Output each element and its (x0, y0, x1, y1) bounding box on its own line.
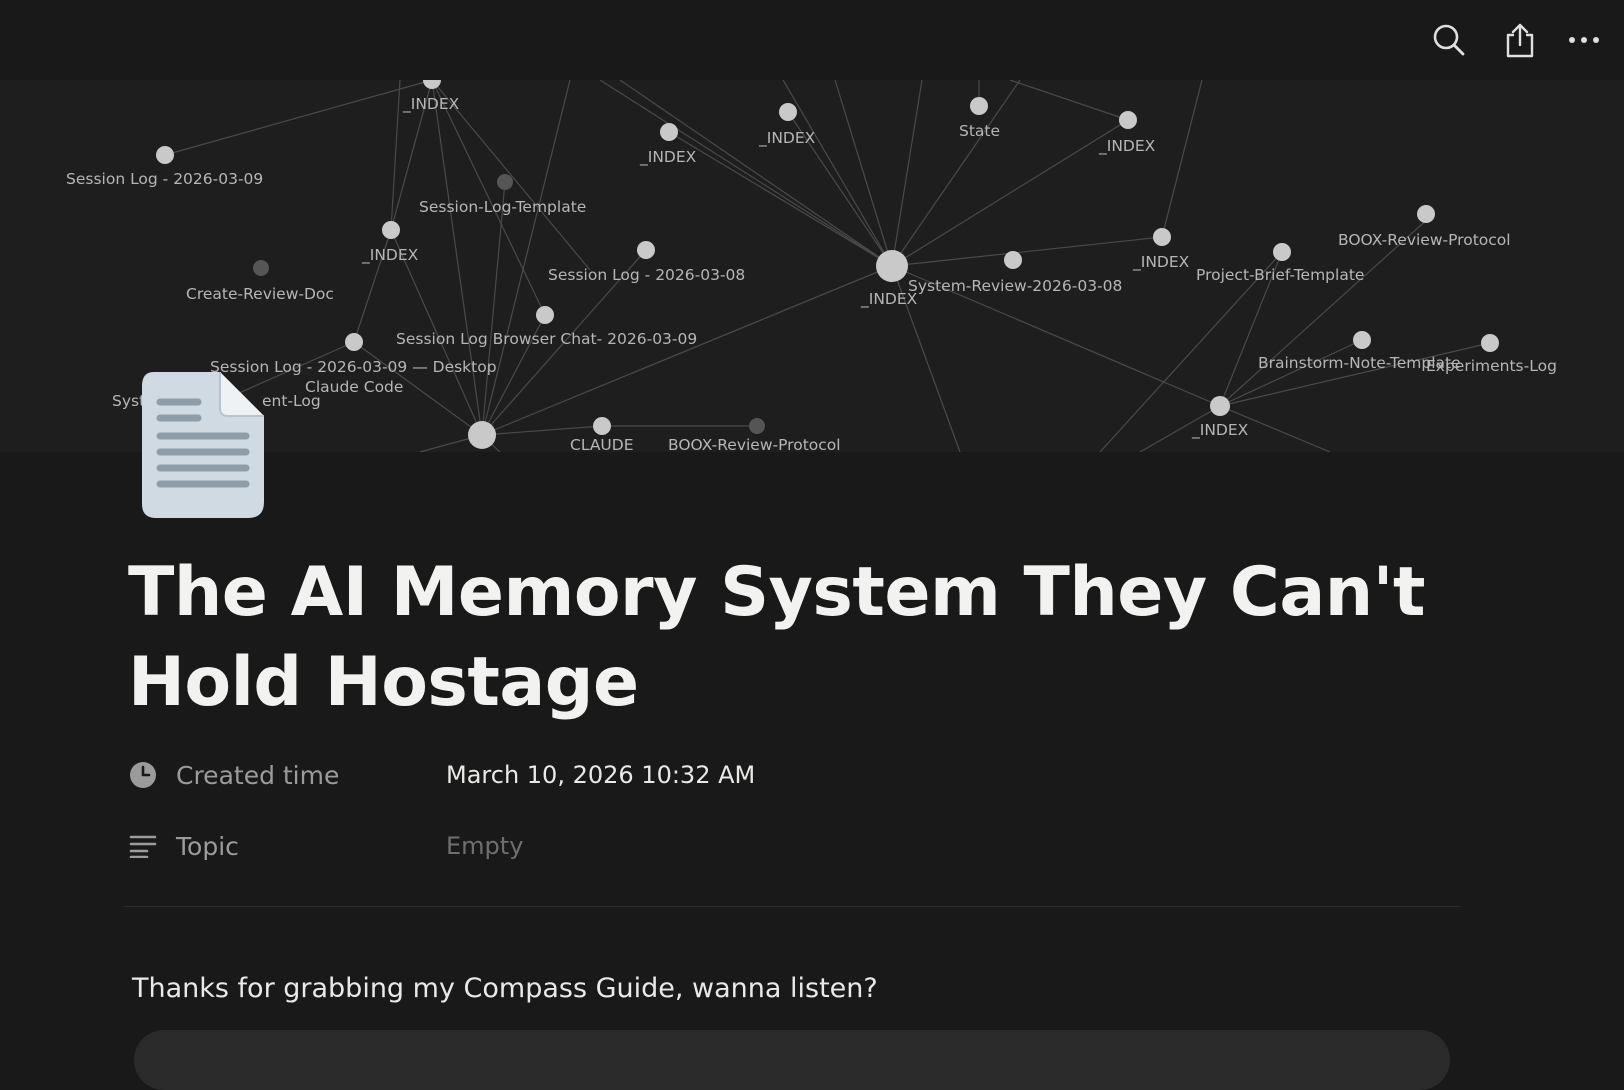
property-label[interactable]: Topic (176, 831, 239, 861)
graph-label: _INDEX (361, 246, 419, 265)
body-paragraph[interactable]: Thanks for grabbing my Compass Guide, wa… (132, 973, 878, 1004)
graph-label: _INDEX (1132, 253, 1190, 272)
graph-label: Project-Brief-Template (1196, 266, 1364, 284)
graph-node (156, 146, 174, 164)
document-icon (142, 372, 264, 518)
property-value-empty[interactable]: Empty (446, 832, 524, 860)
graph-label: BOOX-Review-Protocol (668, 436, 841, 452)
graph-node (1153, 228, 1171, 246)
graph-node (660, 123, 678, 141)
graph-label: CLAUDE (570, 436, 634, 452)
cover-image[interactable]: _INDEX Session Log - 2026-03-09 _INDEX _… (0, 80, 1624, 452)
graph-label: _INDEX (1191, 421, 1249, 440)
graph-label: Session Log - 2026-03-09 (66, 170, 263, 188)
graph-node (1119, 111, 1137, 129)
graph-node (1273, 243, 1291, 261)
graph-node (536, 306, 554, 324)
graph-label: Create-Review-Doc (186, 285, 334, 303)
graph-node (1417, 205, 1435, 223)
share-button[interactable] (1498, 18, 1542, 62)
graph-node (382, 221, 400, 239)
search-icon (1433, 24, 1465, 56)
property-created-time: Created time March 10, 2026 10:32 AM (128, 755, 1428, 795)
graph-label: _INDEX (1098, 137, 1156, 156)
page-title[interactable]: The AI Memory System They Can't Hold Hos… (128, 553, 1425, 722)
graph-label: State (959, 122, 1000, 140)
audio-player[interactable] (134, 1030, 1450, 1090)
graph-label: _INDEX (639, 148, 697, 167)
graph-node (876, 250, 908, 282)
graph-node (1481, 334, 1499, 352)
graph-node (345, 333, 363, 351)
graph-label: Brainstorm-Note-Template (1258, 354, 1461, 372)
property-value: March 10, 2026 10:32 AM (446, 761, 756, 789)
graph-label: Session-Log-Template (419, 198, 586, 216)
graph-node (468, 421, 496, 449)
clock-icon (128, 760, 158, 790)
graph-labels: _INDEX Session Log - 2026-03-09 _INDEX _… (66, 95, 1557, 452)
search-button[interactable] (1427, 18, 1471, 62)
graph-label: Session Log - 2026-03-09 — Desktop (210, 358, 497, 376)
property-topic: Topic Empty (128, 826, 1428, 866)
graph-nodes (156, 80, 1499, 449)
graph-edges (164, 80, 1491, 452)
more-button[interactable] (1562, 18, 1606, 62)
graph-label: _INDEX (758, 129, 816, 148)
graph-node (497, 174, 513, 190)
graph-node (779, 103, 797, 121)
graph-label: BOOX-Review-Protocol (1338, 231, 1511, 249)
graph-node (593, 417, 611, 435)
graph-node (253, 260, 269, 276)
graph-node (1210, 396, 1230, 416)
graph-node (749, 418, 765, 434)
graph-node (1353, 331, 1371, 349)
knowledge-graph: _INDEX Session Log - 2026-03-09 _INDEX _… (66, 80, 1557, 452)
graph-node (1004, 251, 1022, 269)
text-lines-icon (128, 831, 158, 861)
page-document-icon[interactable] (140, 370, 266, 520)
graph-label: ent-Log (262, 392, 321, 410)
divider (124, 906, 1460, 907)
top-toolbar (0, 0, 1624, 80)
graph-label: _INDEX (860, 290, 918, 309)
property-label[interactable]: Created time (176, 760, 340, 790)
graph-node (637, 241, 655, 259)
graph-node (423, 80, 441, 89)
graph-label: System-Review-2026-03-08 (908, 277, 1122, 295)
graph-label: _INDEX (402, 95, 460, 114)
graph-label: Session Log - 2026-03-08 (548, 266, 745, 284)
graph-label: Experiments-Log (1426, 357, 1557, 375)
graph-label: Syst (112, 392, 145, 410)
more-icon (1569, 37, 1599, 43)
share-icon (1506, 23, 1534, 58)
graph-label: Claude Code (305, 378, 403, 396)
graph-node (970, 97, 988, 115)
graph-label: Session Log Browser Chat- 2026-03-09 (396, 330, 697, 348)
